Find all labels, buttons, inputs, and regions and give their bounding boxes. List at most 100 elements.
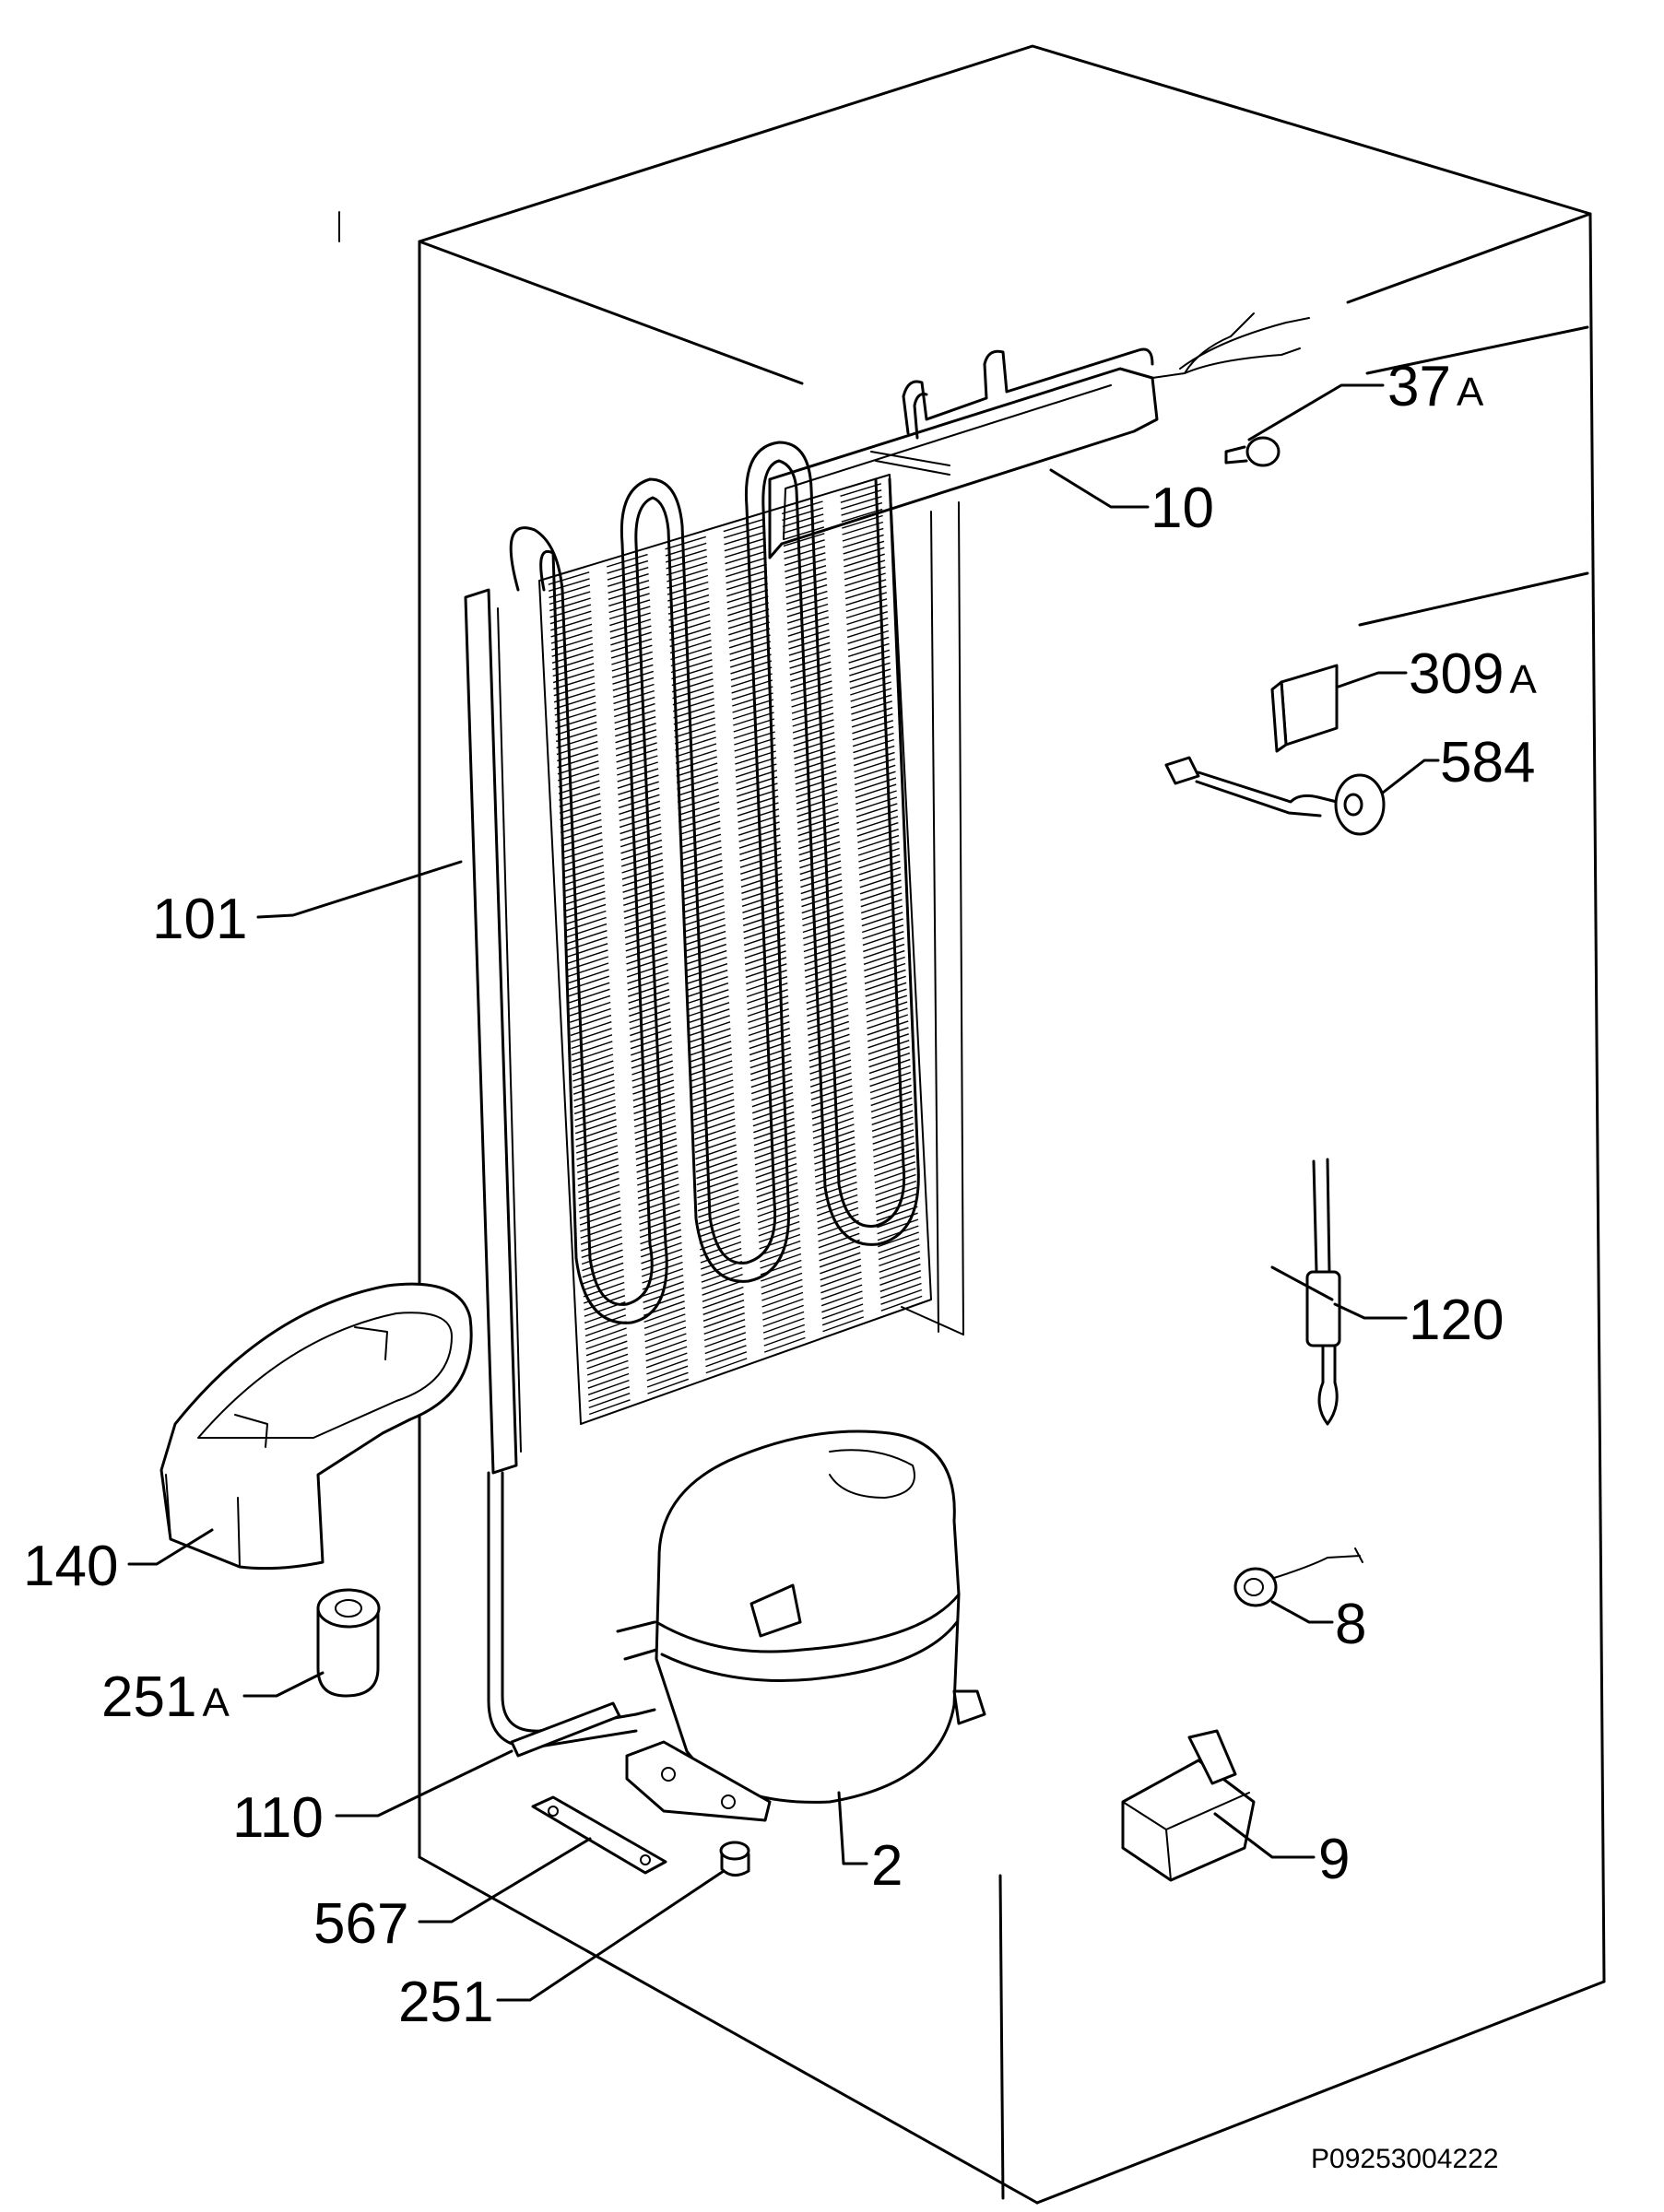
condenser-fin-line bbox=[668, 619, 711, 634]
condenser-fin-line bbox=[740, 860, 782, 875]
condenser-fin-line bbox=[705, 1351, 748, 1368]
condenser-fin-line bbox=[763, 1330, 806, 1347]
condenser-fin-line bbox=[728, 634, 771, 649]
condenser-fin-line bbox=[668, 613, 711, 628]
condenser-fin-line bbox=[584, 1321, 627, 1337]
condenser-fin-line bbox=[799, 860, 842, 876]
condenser-fin-line bbox=[728, 628, 771, 642]
condenser-fin-line bbox=[843, 540, 885, 555]
condenser-fin-line bbox=[615, 723, 656, 737]
condenser-fin-line bbox=[697, 1182, 738, 1199]
condenser-fin-line bbox=[574, 1105, 617, 1122]
condenser-fin-line bbox=[666, 561, 708, 576]
condenser-fin-line bbox=[850, 688, 892, 702]
condenser-fin-line bbox=[572, 1066, 614, 1082]
condenser-fin-line bbox=[699, 1221, 741, 1238]
condenser-fin-line bbox=[755, 1156, 797, 1172]
condenser-fin-line bbox=[788, 641, 831, 656]
callout-9: 9 bbox=[1318, 1828, 1350, 1891]
condenser-fin-line bbox=[782, 507, 824, 522]
condenser-fin-line bbox=[859, 879, 902, 895]
condenser-fin-line bbox=[872, 1129, 915, 1145]
condenser-fin-line bbox=[548, 565, 590, 579]
condenser-fin-line bbox=[551, 642, 594, 657]
condenser-fin-line bbox=[814, 1162, 856, 1178]
condenser-fin-line bbox=[615, 735, 657, 750]
condenser-fin-line bbox=[805, 975, 847, 992]
condenser-fin-line bbox=[856, 809, 898, 824]
condenser-fin-line bbox=[636, 1158, 679, 1173]
condenser-fin-line bbox=[627, 982, 669, 997]
condenser-fin-line bbox=[555, 727, 597, 743]
condenser-fin-line bbox=[732, 692, 773, 707]
condenser-fin-line bbox=[704, 1345, 747, 1361]
condenser-fin-line bbox=[743, 924, 785, 940]
condenser-fin-line bbox=[762, 1317, 805, 1334]
part-2-compressor bbox=[616, 1430, 986, 1822]
condenser-fin-line bbox=[679, 814, 721, 830]
condenser-fin-line bbox=[820, 1265, 862, 1281]
condenser-fin-line bbox=[738, 808, 780, 823]
condenser-fin-line bbox=[822, 1316, 865, 1333]
leader-140 bbox=[127, 1528, 214, 1566]
condenser-fin-line bbox=[670, 659, 713, 674]
condenser-fin-line bbox=[818, 1226, 860, 1242]
condenser-fin-line bbox=[694, 1137, 737, 1153]
condenser-fin-line bbox=[574, 1119, 617, 1135]
condenser-fin-line bbox=[557, 760, 599, 775]
condenser-fin-line bbox=[813, 1136, 856, 1152]
leader-120 bbox=[1333, 1302, 1408, 1320]
condenser-fin-line bbox=[738, 834, 781, 849]
condenser-fin-line bbox=[684, 936, 726, 952]
condenser-fin-line bbox=[690, 1053, 733, 1069]
condenser-fin-line bbox=[793, 725, 834, 740]
condenser-fin-line bbox=[847, 636, 890, 651]
condenser-fin-line bbox=[744, 944, 786, 959]
condenser-fin-line bbox=[783, 526, 825, 541]
condenser-fin-line bbox=[815, 1181, 857, 1197]
condenser-fin-line bbox=[573, 1092, 616, 1108]
condenser-fin-line bbox=[754, 1136, 796, 1153]
condenser-fin-line bbox=[620, 819, 662, 835]
condenser-fin-line bbox=[846, 611, 889, 626]
condenser-fin-line bbox=[847, 642, 890, 657]
condenser-fin-line bbox=[562, 871, 605, 886]
condenser-fin-line bbox=[749, 1028, 790, 1043]
condenser-fin-line bbox=[624, 924, 667, 939]
condenser-fin-line bbox=[867, 1040, 910, 1055]
condenser-fin-line bbox=[797, 821, 840, 837]
condenser-fin-line bbox=[698, 1208, 740, 1225]
condenser-fin-line bbox=[620, 832, 662, 848]
condenser-fin-line bbox=[624, 911, 666, 926]
condenser-fin-line bbox=[729, 647, 772, 662]
condenser-fin-line bbox=[739, 841, 781, 855]
condenser-fin-line bbox=[745, 957, 787, 972]
condenser-fin-line bbox=[549, 584, 591, 599]
condenser-fin-line bbox=[570, 1021, 612, 1037]
condenser-fin-line bbox=[608, 606, 651, 620]
condenser-fin-line bbox=[802, 918, 844, 934]
condenser-fin-line bbox=[550, 629, 593, 644]
condenser-fin-line bbox=[725, 557, 767, 571]
condenser-fin-line bbox=[631, 1053, 673, 1069]
condenser-fin-line bbox=[674, 717, 715, 732]
condenser-fin-line bbox=[811, 1098, 854, 1113]
condenser-fin-line bbox=[782, 513, 824, 528]
condenser-fin-line bbox=[553, 688, 596, 703]
condenser-fin-line bbox=[637, 1177, 679, 1193]
condenser-fin-line bbox=[694, 1124, 736, 1140]
condenser-fin-line bbox=[643, 1313, 686, 1330]
condenser-fin-line bbox=[582, 1262, 624, 1278]
condenser-fin-line bbox=[849, 668, 891, 683]
condenser-fin-line bbox=[791, 700, 833, 714]
condenser-fin-line bbox=[798, 847, 841, 863]
condenser-fin-line bbox=[677, 782, 719, 796]
condenser-fin-line bbox=[800, 873, 842, 888]
condenser-fin-line bbox=[702, 1293, 744, 1309]
condenser-fin-line bbox=[798, 841, 841, 856]
condenser-fin-line bbox=[676, 756, 717, 771]
condenser-fin-line bbox=[679, 833, 722, 849]
condenser-fin-line bbox=[805, 963, 846, 979]
condenser-fin-line bbox=[581, 1242, 623, 1259]
condenser-fin-line bbox=[575, 1125, 618, 1141]
